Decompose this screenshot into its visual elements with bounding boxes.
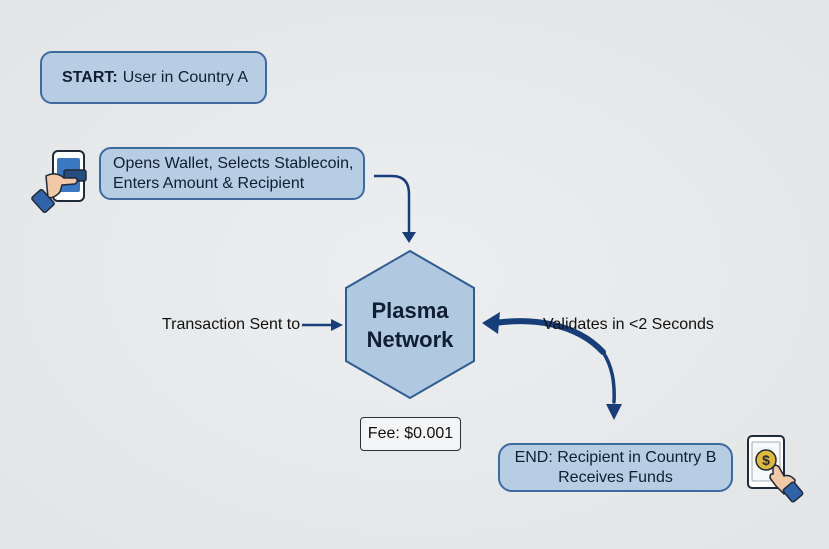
validates-label: Validates in <2 Seconds (543, 316, 714, 333)
end-line1: END: Recipient in Country B (514, 448, 717, 466)
tablet-dollar-tap-icon: $ (747, 435, 804, 503)
fee-text: Fee: $0.001 (367, 425, 454, 442)
arrow-network-to-end (601, 350, 616, 404)
open-wallet-line1: Opens Wallet, Selects Stablecoin, (113, 154, 354, 172)
arrow-network-to-end-head (606, 404, 622, 420)
transaction-sent-label: Transaction Sent to (162, 316, 301, 333)
open-wallet-box: Opens Wallet, Selects Stablecoin, Enters… (99, 147, 365, 200)
network-line1: Plasma (371, 298, 449, 323)
start-text: User in Country A (122, 68, 249, 86)
svg-text:$: $ (762, 452, 770, 468)
open-wallet-line2: Enters Amount & Recipient (113, 174, 305, 192)
arrow-open-to-network-head (402, 232, 416, 243)
fee-box: Fee: $0.001 (360, 417, 461, 451)
phone-wallet-hand-icon (31, 150, 87, 214)
end-line2: Receives Funds (558, 468, 673, 486)
network-label: Plasma Network (345, 296, 475, 354)
arrow-open-to-network (374, 174, 411, 234)
end-box: END: Recipient in Country B Receives Fun… (498, 443, 733, 492)
start-box: START: User in Country A (40, 51, 267, 104)
arrow-validate-head-left (482, 312, 500, 334)
arrow-validate-curve-upper (492, 318, 606, 355)
plasma-network-hexagon (345, 249, 475, 400)
arrow-sent-to-network-head (331, 319, 343, 331)
start-prefix: START: (62, 68, 118, 86)
network-line2: Network (366, 327, 454, 352)
